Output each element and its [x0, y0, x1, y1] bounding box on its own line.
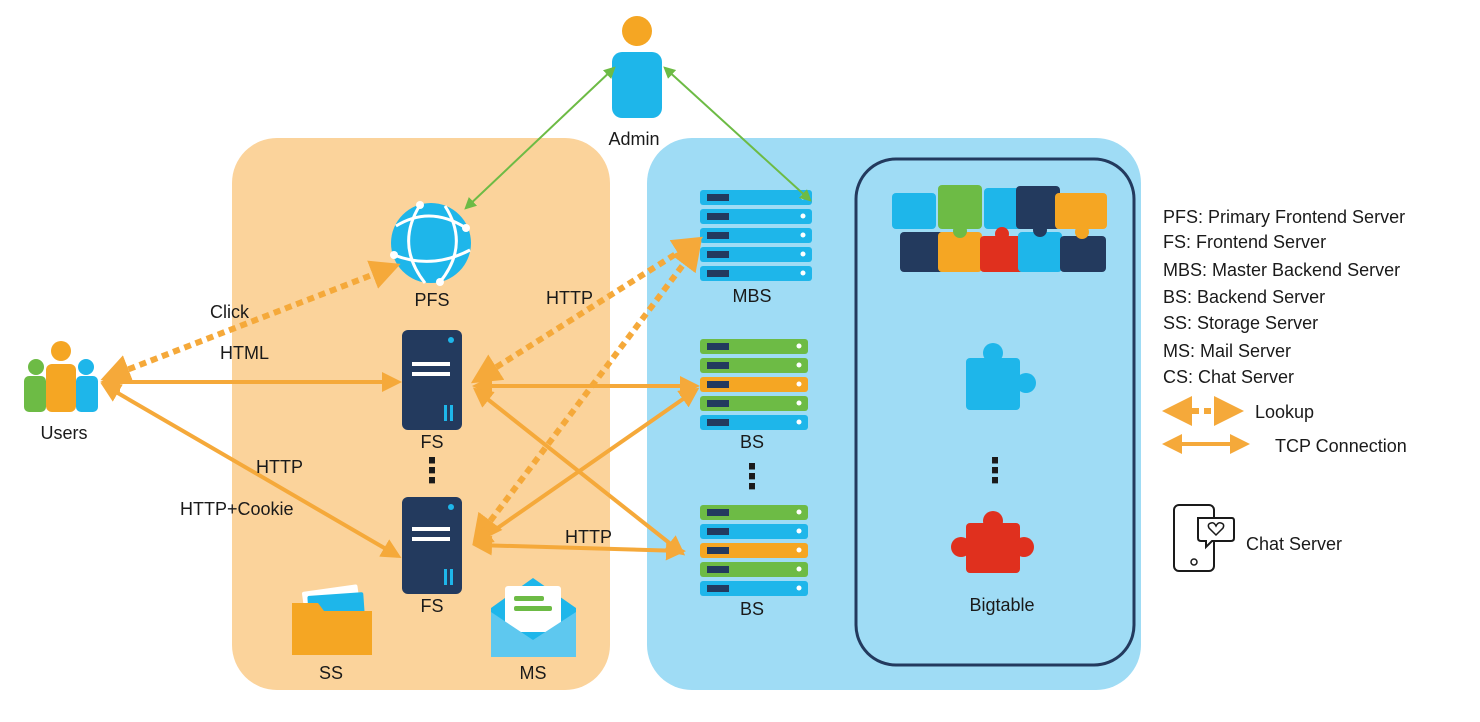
users-label: Users	[40, 423, 87, 443]
legend-entry-bs: BS: Backend Server	[1163, 287, 1325, 307]
pfs-label: PFS	[414, 290, 449, 310]
bigtable-ellipsis: ⋮	[978, 452, 1012, 490]
legend-lookup-label: Lookup	[1255, 402, 1314, 422]
fs-bottom-bs-bottom-arrow	[472, 535, 686, 561]
bigtable-label: Bigtable	[969, 595, 1034, 615]
bs-bottom-server-stack-icon	[700, 505, 808, 596]
legend-entry-cs: CS: Chat Server	[1163, 367, 1294, 387]
globe-icon	[390, 201, 471, 286]
click-edge-label: Click	[210, 302, 250, 322]
folder-icon	[292, 584, 372, 655]
fs-ellipsis: ⋮	[415, 452, 449, 490]
admin-pfs-link	[464, 66, 616, 210]
mail-icon	[491, 578, 576, 657]
legend-entry-mbs: MBS: Master Backend Server	[1163, 260, 1400, 280]
http-users-edge-label: HTTP	[256, 457, 303, 477]
legend-chat-server-label: Chat Server	[1246, 534, 1342, 554]
mbs-server-stack-icon	[700, 190, 812, 281]
puzzle-grid-icon	[892, 185, 1107, 272]
users-pfs-lookup-arrow	[100, 260, 401, 384]
bigtable-container	[854, 157, 1136, 667]
html-edge-label: HTML	[220, 343, 269, 363]
bs-ellipsis: ⋮	[735, 458, 769, 496]
http-cookie-edge-label: HTTP+Cookie	[180, 499, 294, 519]
bs-bottom-label: BS	[740, 599, 764, 619]
legend-entry-fs: FS: Frontend Server	[1163, 232, 1326, 252]
legend: PFS: Primary Frontend Server FS: Fronten…	[1162, 207, 1407, 572]
legend-entry-ss: SS: Storage Server	[1163, 313, 1318, 333]
bs-top-server-stack-icon	[700, 339, 808, 430]
puzzle-piece-blue-icon	[966, 343, 1036, 410]
legend-entry-ms: MS: Mail Server	[1163, 341, 1291, 361]
fs-top-label: FS	[420, 432, 443, 452]
admin-mbs-link	[663, 66, 812, 202]
fs-bottom-label: FS	[420, 596, 443, 616]
http-mbs-edge-label: HTTP	[546, 288, 593, 308]
chat-phone-icon	[1173, 504, 1235, 572]
ss-label: SS	[319, 663, 343, 683]
users-fs-bottom-arrow	[100, 382, 402, 559]
legend-entry-pfs: PFS: Primary Frontend Server	[1163, 207, 1405, 227]
admin-icon	[612, 16, 662, 118]
legend-tcp-label: TCP Connection	[1275, 436, 1407, 456]
fs-bottom-server-icon	[402, 497, 462, 594]
fs-top-server-icon	[402, 330, 462, 430]
puzzle-piece-red-icon	[951, 511, 1034, 573]
users-icon	[24, 341, 98, 412]
admin-label: Admin	[608, 129, 659, 149]
bs-top-label: BS	[740, 432, 764, 452]
ms-label: MS	[520, 663, 547, 683]
http-bs-edge-label: HTTP	[565, 527, 612, 547]
fs-bottom-bs-top-arrow	[472, 387, 700, 546]
mbs-label: MBS	[732, 286, 771, 306]
